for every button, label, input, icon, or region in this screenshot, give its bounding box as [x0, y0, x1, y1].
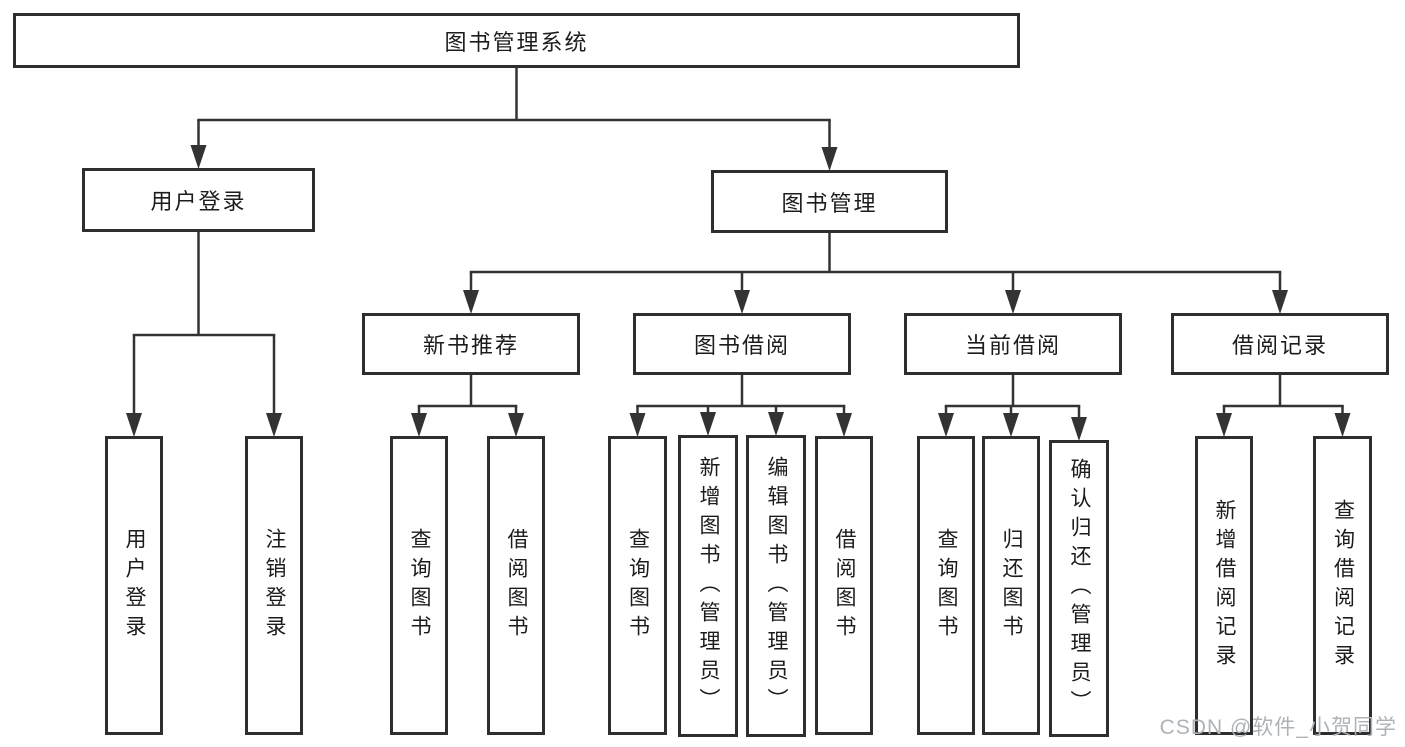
- node-leaf-logout: 注销登录: [245, 436, 303, 735]
- node-leaf-query-books: 查询图书: [390, 436, 448, 735]
- node-leaf-borrow-books: 借阅图书: [815, 436, 873, 735]
- csdn-watermark: CSDN @软件_小贺同学: [1159, 716, 1397, 739]
- node-leaf-borrow-books: 借阅图书: [487, 436, 545, 735]
- node-leaf-add-borrow-record: 新增借阅记录: [1195, 436, 1253, 735]
- node-leaf-query-borrow-record: 查询借阅记录: [1313, 436, 1372, 735]
- node-leaf-query-books: 查询图书: [917, 436, 975, 735]
- node-book-management: 图书管理: [711, 170, 948, 233]
- node-borrow-records: 借阅记录: [1171, 313, 1389, 375]
- node-new-book-recommendation: 新书推荐: [362, 313, 580, 375]
- node-user-login: 用户登录: [82, 168, 315, 232]
- node-book-borrowing: 图书借阅: [633, 313, 851, 375]
- node-leaf-user-login: 用户登录: [105, 436, 163, 735]
- node-leaf-return-book: 归还图书: [982, 436, 1040, 735]
- node-leaf-edit-book-admin: 编辑图书（管理员）: [746, 435, 806, 737]
- node-leaf-query-books: 查询图书: [608, 436, 667, 735]
- node-library-management-system: 图书管理系统: [13, 13, 1020, 68]
- node-current-borrowing: 当前借阅: [904, 313, 1122, 375]
- node-leaf-confirm-return-admin: 确认归还（管理员）: [1049, 440, 1109, 737]
- node-leaf-add-book-admin: 新增图书（管理员）: [678, 435, 738, 737]
